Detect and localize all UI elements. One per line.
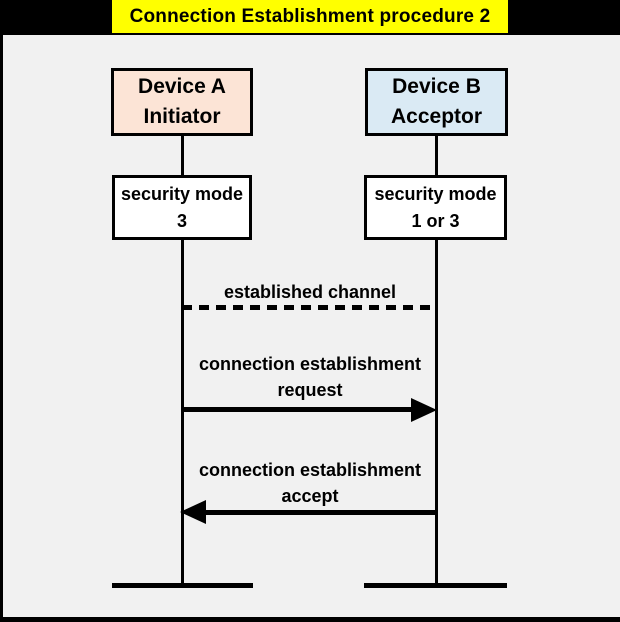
page-title: Connection Establishment procedure 2 <box>112 0 508 33</box>
accept-label: connection establishment accept <box>182 457 438 509</box>
request-arrowhead-right-icon <box>411 398 437 422</box>
accept-label-line2: accept <box>281 486 339 506</box>
security-mode-b-value: 1 or 3 <box>411 210 460 231</box>
page-left-border <box>0 0 3 622</box>
device-a-role: Initiator <box>143 105 221 128</box>
request-label-line2: request <box>277 380 343 400</box>
device-a-box: Device A Initiator <box>111 68 253 136</box>
device-b-role: Acceptor <box>390 105 483 128</box>
security-mode-b-box: security mode 1 or 3 <box>364 175 507 240</box>
accept-arrow-line <box>205 510 437 515</box>
header-bar: Connection Establishment procedure 2 <box>0 0 620 35</box>
device-b-box: Device B Acceptor <box>365 68 508 136</box>
established-channel-label: established channel <box>223 282 397 302</box>
accept-label-line1: connection establishment <box>198 460 422 480</box>
request-label-line1: connection establishment <box>198 354 422 374</box>
security-mode-a-box: security mode 3 <box>112 175 252 240</box>
request-label: connection establishment request <box>182 351 438 403</box>
device-a-name: Device A <box>138 75 226 98</box>
lifeline-a-terminator <box>112 583 253 588</box>
lifeline-b-terminator <box>364 583 507 588</box>
security-mode-a-label: security mode <box>120 183 244 204</box>
lifeline-device-b <box>435 136 438 586</box>
device-b-name: Device B <box>392 75 481 98</box>
security-mode-b-label: security mode <box>374 183 497 204</box>
security-mode-a-value: 3 <box>176 210 187 231</box>
request-arrow-line <box>182 407 413 412</box>
page-bottom-border <box>0 617 620 622</box>
established-channel-dashed-line <box>182 305 438 310</box>
lifeline-device-a <box>181 136 184 586</box>
accept-arrowhead-left-icon <box>180 500 206 524</box>
